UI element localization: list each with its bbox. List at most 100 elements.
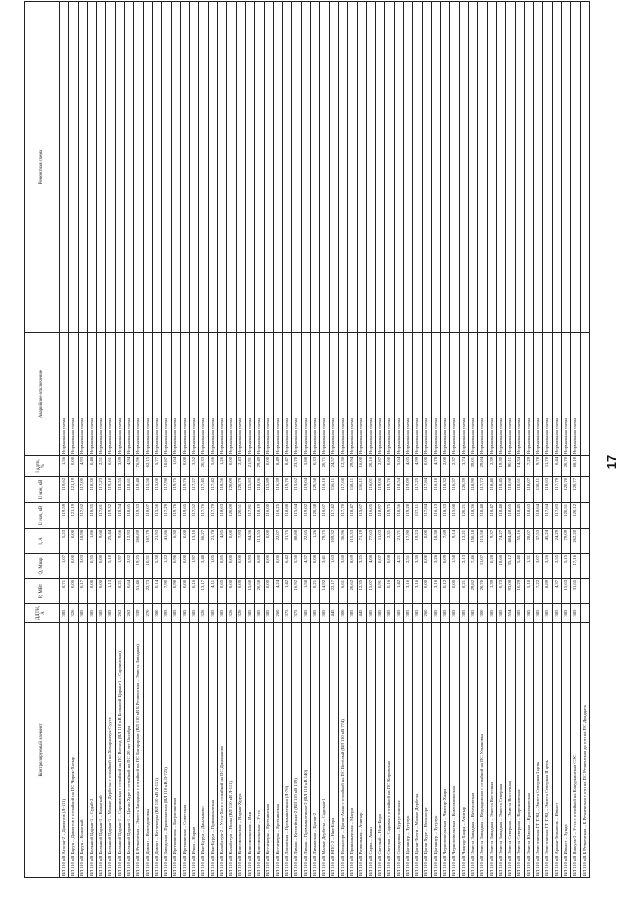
- cell-i: 21,78: [208, 528, 218, 554]
- cell-dtn: 326: [198, 603, 209, 623]
- cell-q: 2,55: [552, 553, 562, 579]
- cell-i: 115,33: [347, 528, 357, 554]
- cell-emergency: Нормальная схема: [561, 332, 571, 456]
- cell-element: ВЛ 110 кВ Калабатум – Ноны (ВЛ 110 кВ Л-…: [226, 622, 237, 878]
- cell-q: 5,10: [105, 553, 116, 579]
- cell-u-kon: 117,27: [189, 476, 199, 503]
- cell-u-kon: 118,56: [217, 476, 227, 503]
- cell-repair: [310, 1, 320, 333]
- cell-dtn: 385: [347, 603, 357, 623]
- header-u-kon: U кон, кВ: [24, 476, 60, 503]
- cell-u-kon: 118,63: [542, 476, 553, 503]
- cell-emergency: Нормальная схема: [198, 332, 209, 456]
- cell-dtn: 385: [301, 603, 311, 623]
- cell-q: 0,07: [375, 553, 385, 579]
- cell-u-kon: 119,76: [384, 476, 395, 503]
- cell-i: 79,75: [319, 528, 330, 554]
- cell-i-percent: 2,43: [236, 455, 246, 477]
- cell-q: 5,50: [291, 553, 302, 579]
- cell-repair: [226, 1, 237, 333]
- cell-i-percent: 2,00: [440, 455, 450, 477]
- table-row: ВЛ 110 кВ Лаганская – Промышленная (Л-76…: [282, 1, 292, 878]
- cell-i-percent: 4,78: [431, 455, 441, 477]
- cell-dtn: 385: [440, 603, 450, 623]
- cell-u-kon: 117,23: [96, 476, 106, 503]
- cell-u-kon: 116,01: [366, 476, 376, 503]
- cell-dtn: 326: [68, 603, 79, 623]
- cell-i-percent: 0,33: [310, 455, 320, 477]
- cell-u-nach: 120,21: [459, 502, 469, 529]
- cell-i: 11,03: [375, 528, 385, 554]
- cell-u-nach: 118,65: [505, 502, 516, 529]
- cell-i: 0,00: [264, 528, 274, 554]
- cell-i: 0,00: [422, 528, 432, 554]
- cell-element: ВЛ 110 кВ Черноземельская – Комсомольска…: [449, 622, 460, 878]
- cell-emergency: Нормальная схема: [412, 332, 423, 456]
- cell-p: 20,70: [477, 578, 488, 604]
- cell-p: 15,63: [561, 578, 571, 604]
- cell-p: 7,22: [533, 578, 543, 604]
- cell-u-nach: 119,59: [59, 502, 69, 529]
- cell-repair: [282, 1, 292, 333]
- cell-i: 9,66: [115, 528, 125, 554]
- table-row: ВЛ 110 кВ Б Речненская – Б Речненская с …: [580, 1, 590, 878]
- cell-q: 5,15: [561, 553, 571, 579]
- cell-u-nach: 118,07: [143, 502, 153, 529]
- cell-u-nach: 117,83: [552, 502, 562, 529]
- table-row: ВЛ 110 кВ Калабатум-2 – Утта-Хото с отпа…: [217, 1, 227, 878]
- cell-repair: [254, 1, 265, 333]
- cell-u-kon: [580, 476, 590, 503]
- cell-q: 4,37: [301, 553, 311, 579]
- power-flow-table: Контролируемый элемент ДДТН, А P, МВт Q,…: [24, 1, 590, 878]
- cell-repair: [208, 1, 218, 333]
- cell-i: 79,09: [561, 528, 571, 554]
- cell-q: 8,69: [347, 553, 357, 579]
- cell-p: 0,71: [59, 578, 69, 604]
- cell-q: 0,00: [264, 553, 274, 579]
- table-row: ВЛ 110 кВ Элистинская ГТ ТЭЦ – Элиста Се…: [533, 1, 543, 878]
- cell-dtn: 385: [217, 603, 227, 623]
- cell-emergency: Нормальная схема: [524, 332, 534, 456]
- cell-i: 9,37: [487, 528, 497, 554]
- cell-emergency: Нормальная схема: [459, 332, 469, 456]
- cell-u-kon: 116,11: [329, 476, 339, 503]
- cell-element: ВЛ 110 кВ Давлят – Волгодоновка: [143, 622, 153, 878]
- cell-element: ВЛ 110 кВ Ипкаст – Зунда: [561, 622, 571, 878]
- cell-q: 5,40: [515, 553, 525, 579]
- cell-dtn: 385: [189, 603, 199, 623]
- cell-p: 0,73: [496, 578, 506, 604]
- cell-q: 0,00: [180, 553, 190, 579]
- cell-u-nach: 118,47: [487, 502, 497, 529]
- cell-p: 0,00: [449, 578, 460, 604]
- cell-p: 12,35: [357, 578, 367, 604]
- cell-u-nach: 117,76: [198, 502, 209, 529]
- cell-dtn: 385: [180, 603, 190, 623]
- cell-emergency: Нормальная схема: [152, 332, 162, 456]
- cell-element: ВЛ 110 кВ Иргенинская – Советская: [180, 622, 190, 878]
- cell-i-percent: 6,61: [105, 455, 116, 477]
- cell-q: 0,00: [236, 553, 246, 579]
- cell-dtn: 385: [561, 603, 571, 623]
- cell-emergency: Нормальная схема: [347, 332, 357, 456]
- cell-repair: [68, 1, 79, 333]
- cell-q: 17,16: [570, 553, 581, 579]
- cell-u-kon: 120,70: [561, 476, 571, 503]
- rotated-table-frame: Контролируемый элемент ДДТН, А P, МВт Q,…: [24, 1, 590, 878]
- cell-p: 13,17: [198, 578, 209, 604]
- cell-i-percent: 4,99: [412, 455, 423, 477]
- cell-i: 260,89: [133, 528, 144, 554]
- cell-u-nach: 116,67: [319, 502, 330, 529]
- cell-q: 6,80: [254, 553, 265, 579]
- cell-i: 66,27: [198, 528, 209, 554]
- cell-emergency: Нормальная схема: [542, 332, 553, 456]
- cell-q: 3,07: [533, 553, 543, 579]
- cell-u-nach: 117,70: [338, 502, 348, 529]
- cell-q: 0,00: [422, 553, 432, 579]
